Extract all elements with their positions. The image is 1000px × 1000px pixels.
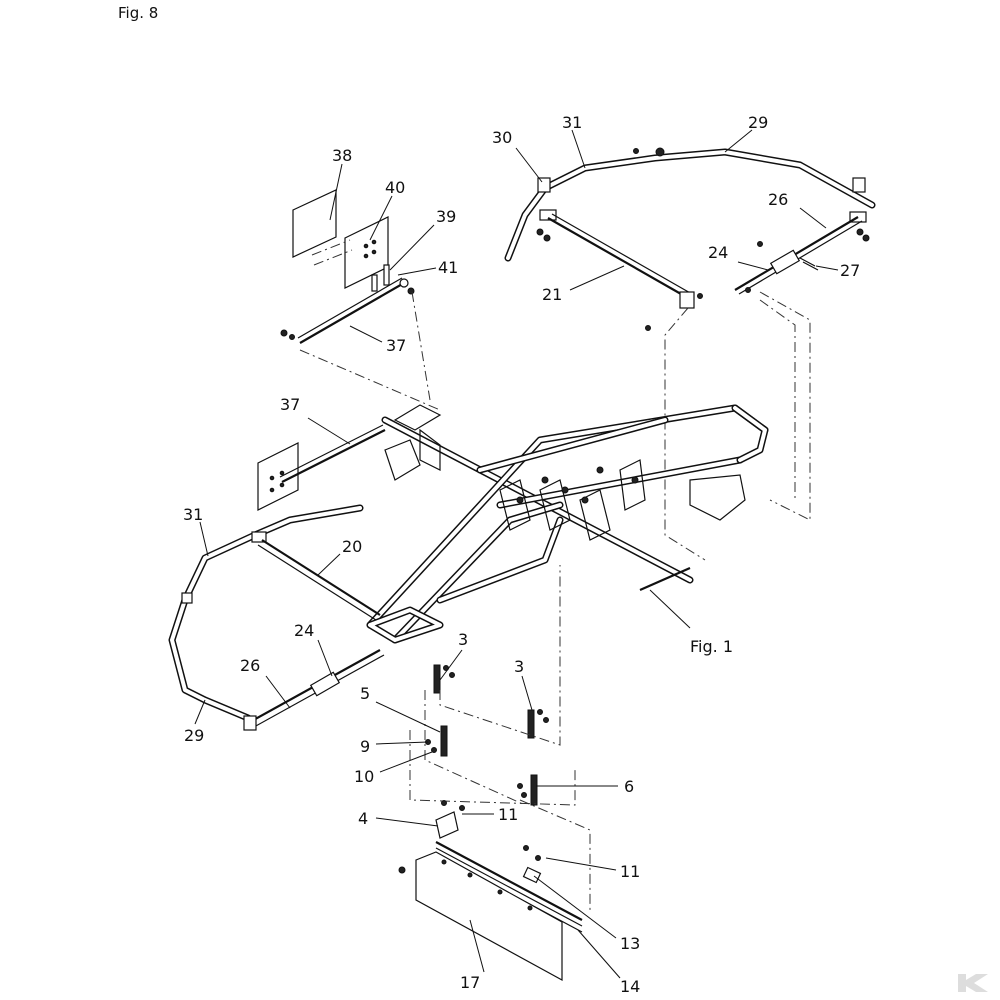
figure-title: Fig. 8 [118,4,159,22]
callout-27: 27 [840,261,860,280]
callout-31-upper: 31 [562,113,582,132]
callout-38: 38 [332,146,352,165]
bar-26-upper [734,216,859,291]
sign-plate-38 [292,189,337,258]
callout-26-lower: 26 [240,656,260,675]
callout-11-upper: 11 [498,805,518,824]
bar-20 [261,539,381,616]
callout-3-right: 3 [514,657,524,676]
bracket-39 [383,264,390,286]
callout-37-lower: 37 [280,395,300,414]
callout-14: 14 [620,977,640,996]
axle-pin [639,566,691,592]
sign-plate-mounted [257,442,299,511]
callout-20: 20 [342,537,362,556]
callout-37-upper: 37 [386,336,406,355]
u-bolt-30 [537,177,551,193]
bracket-3-left [433,664,441,694]
callout-11-lower: 11 [620,862,640,881]
bracket-3-right [527,709,535,739]
bracket-6 [530,774,538,806]
mounting-plate-40 [344,216,389,289]
callout-13: 13 [620,934,640,953]
callout-24-lower: 24 [294,621,314,640]
arm-37-upper [299,282,405,344]
spring-27 [799,257,819,271]
callout-39: 39 [436,207,456,226]
mudflap-17 [415,851,563,982]
brand-k-logo-icon [958,974,988,992]
clip-13 [522,866,542,884]
callout-21: 21 [542,285,562,304]
lower-hoop-assembly [168,424,386,731]
callout-26-upper: 26 [768,190,788,209]
callout-5: 5 [360,684,370,703]
callout-24-upper: 24 [708,243,728,262]
leader-lines [194,129,839,979]
sign-arm-assembly [280,189,441,411]
clamp-24-lower [309,671,341,697]
arm-37-lower [281,429,386,483]
callout-6: 6 [624,777,634,796]
callout-29-upper: 29 [748,113,768,132]
callout-29-lower: 29 [184,726,204,745]
mounting-block [689,474,746,521]
callout-30: 30 [492,128,512,147]
callout-10: 10 [354,767,374,786]
bracket-5 [440,725,448,757]
upper-hoop-assembly [504,147,876,561]
callout-31-lower: 31 [183,505,203,524]
figure-reference-label: Fig. 1 [690,637,733,656]
mudflap-assembly [398,565,591,982]
rail-14 [435,841,583,921]
callout-9: 9 [360,737,370,756]
clamp-24-upper [769,249,801,275]
callout-3-left: 3 [458,630,468,649]
callout-17: 17 [460,973,480,992]
callout-40: 40 [385,178,405,197]
main-frame [366,404,769,644]
callout-41: 41 [438,258,458,277]
bar-21 [547,217,689,299]
callout-4: 4 [358,809,368,828]
mount-4 [435,811,459,839]
callout-labels: 38 40 39 41 37 30 31 29 26 24 27 21 37 3… [183,113,860,996]
